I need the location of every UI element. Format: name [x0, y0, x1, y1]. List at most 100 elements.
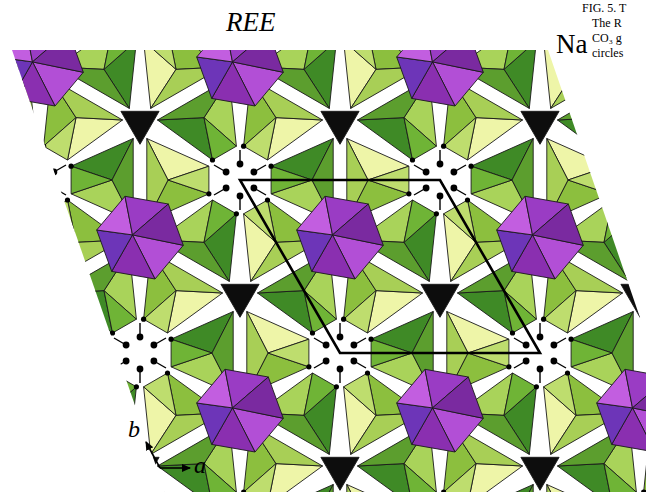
na-polyhedron-face: [0, 180, 9, 222]
ree-polyhedron-face: [597, 57, 633, 98]
co3-atom: [623, 185, 630, 192]
oxygen-atom: [469, 164, 474, 169]
co3-atom: [123, 342, 130, 349]
ree-polyhedron-face: [633, 31, 646, 72]
na-polyhedron-face: [0, 252, 23, 293]
na-polyhedron-face: [644, 200, 646, 242]
ree-polyhedron-face: [0, 23, 32, 62]
co3-atom: [337, 366, 344, 373]
na-polyhedron-face: [171, 339, 212, 367]
na-polyhedron-face: [58, 413, 130, 454]
co3-atom: [351, 358, 358, 365]
oxygen-atom: [565, 370, 570, 375]
na-polyhedron-face: [0, 118, 13, 160]
na-polyhedron-face: [447, 0, 509, 7]
na-polyhedron-face: [644, 118, 646, 160]
co3-atom: [151, 0, 158, 2]
na-polyhedron-face: [568, 166, 609, 194]
ree-polyhedron-face: [397, 57, 433, 98]
na-polyhedron-face: [371, 0, 433, 7]
axis-label: b: [128, 416, 140, 442]
co3-atom: [323, 12, 330, 19]
na-polyhedron-face: [258, 291, 313, 333]
na-polyhedron-face: [644, 464, 646, 498]
axis-label: a: [194, 452, 206, 478]
oxygen-atom: [306, 364, 311, 369]
na-polyhedron-face: [12, 0, 33, 49]
co3-bond: [54, 188, 66, 195]
co3-atom: [437, 161, 444, 168]
black-polyhedron: [321, 457, 359, 490]
na-polyhedron-face: [144, 291, 176, 333]
na-polyhedron-face: [558, 464, 613, 498]
na-polyhedron-face: [447, 7, 509, 49]
na-polyhedron-face: [0, 0, 33, 7]
na-polyhedron-face: [144, 27, 176, 69]
na-polyhedron-face: [0, 485, 9, 498]
na-polyhedron-face: [644, 214, 646, 282]
ree-polyhedron-face: [0, 403, 32, 444]
co3-atom: [137, 334, 144, 341]
black-polyhedron: [321, 111, 359, 144]
oxygen-atom: [234, 211, 239, 216]
na-polyhedron-face: [4, 200, 36, 242]
oxygen-atom: [210, 157, 215, 162]
na-polyhedron-face: [51, 425, 123, 466]
ree-polyhedron-face: [612, 62, 646, 106]
oxygen-atom: [406, 191, 411, 196]
co3-atom: [123, 0, 130, 2]
oxygen-atom: [165, 24, 170, 29]
co3-bond: [614, 188, 626, 195]
co3-bond: [639, 496, 640, 498]
co3-atom: [551, 12, 558, 19]
ree-polyhedron-face: [0, 369, 32, 408]
co3-bond: [439, 496, 440, 498]
na-polyhedron-face: [12, 312, 33, 395]
oxygen-atom: [334, 38, 339, 43]
na-polyhedron-face: [47, 0, 109, 7]
caption-fragment: FIG. 5. T: [580, 2, 628, 15]
co3-atom: [351, 342, 358, 349]
black-polyhedron: [521, 457, 559, 490]
ree-polyhedron-face: [333, 204, 384, 245]
co3-atom: [337, 20, 344, 27]
na-polyhedron-face: [0, 291, 23, 333]
co3-atom: [437, 193, 444, 200]
co3-atom: [523, 342, 530, 349]
na-polyhedron-face: [47, 7, 109, 49]
co3-atom: [137, 366, 144, 373]
co3-bond: [639, 196, 640, 210]
na-polyhedron-face: [0, 0, 12, 21]
na-polyhedron-face: [444, 464, 476, 498]
oxygen-atom: [534, 384, 539, 389]
ree-polyhedron-face: [0, 57, 32, 98]
co3-bond: [114, 15, 126, 22]
co3-atom: [51, 169, 58, 176]
na-polyhedron-face: [358, 118, 413, 160]
na-polyhedron-face: [604, 464, 636, 498]
na-polyhedron-face: [112, 485, 133, 498]
ree-polyhedron-face: [33, 31, 84, 72]
co3-atom: [323, 358, 330, 365]
caption-fragment: The R: [590, 17, 624, 30]
co3-atom: [23, 169, 30, 176]
na-polyhedron-face: [47, 353, 109, 395]
oxygen-atom: [569, 337, 574, 342]
co3-atom: [151, 342, 158, 349]
na-polyhedron-face: [0, 240, 29, 281]
oxygen-atom: [465, 197, 470, 202]
co3-bond: [614, 165, 626, 172]
na-polyhedron-face: [104, 373, 136, 415]
na-polyhedron-face: [304, 373, 336, 415]
site-label: Na: [556, 30, 587, 60]
oxygen-atom: [41, 144, 46, 149]
co3-atom: [237, 161, 244, 168]
na-polyhedron-face: [171, 0, 212, 21]
ree-polyhedron-face: [97, 230, 133, 271]
na-polyhedron-face: [458, 291, 513, 333]
na-polyhedron-face: [371, 7, 433, 49]
ree-polyhedron-face: [233, 377, 284, 418]
co3-atom: [351, 0, 358, 2]
